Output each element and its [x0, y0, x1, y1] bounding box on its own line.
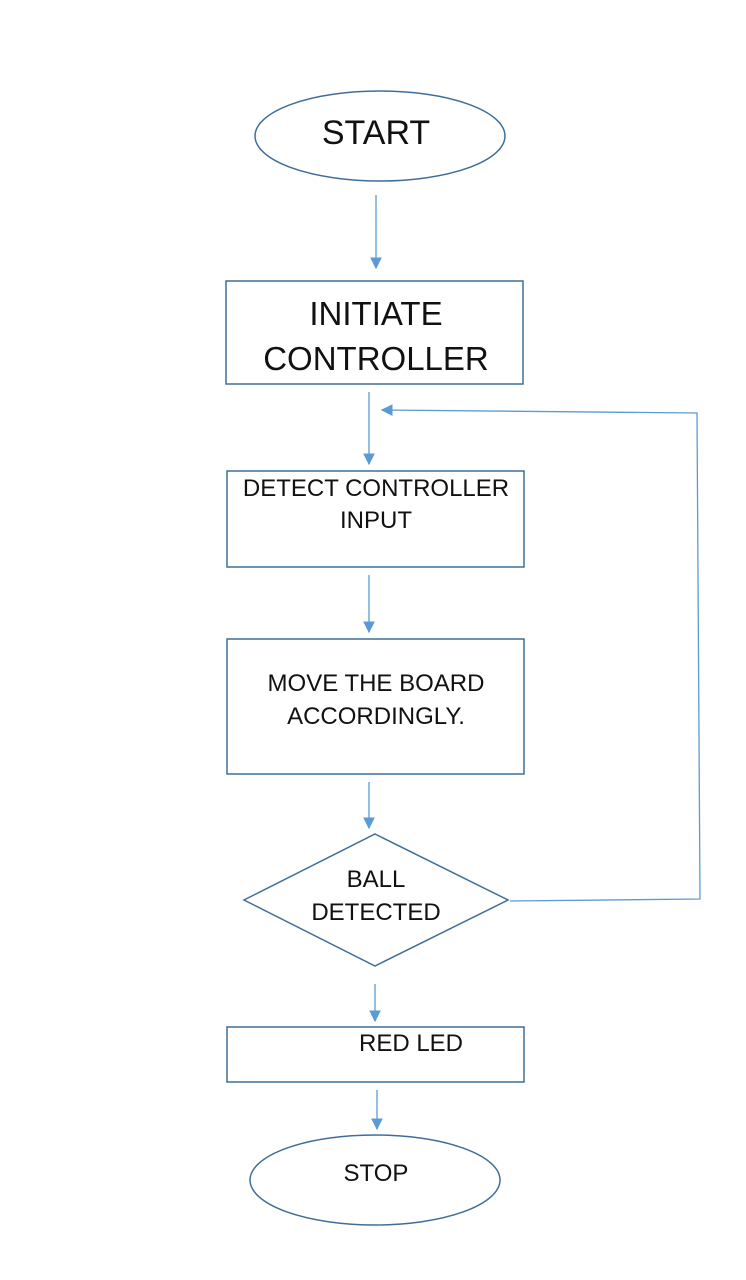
ball-detected-label-line1: BALL — [347, 866, 406, 893]
initiate-controller-box — [225, 280, 524, 385]
node-start: START — [254, 90, 506, 182]
initiate-controller-label-line1: INITIATE — [309, 295, 442, 332]
red-led-box — [226, 1026, 525, 1083]
node-move-board: MOVE THE BOARD ACCORDINGLY. — [226, 638, 525, 775]
node-ball-detected: BALL DETECTED — [242, 833, 510, 967]
node-initiate-controller: INITIATE CONTROLLER — [225, 280, 524, 385]
start-ellipse — [254, 90, 506, 182]
move-board-label-line2: ACCORDINGLY. — [287, 703, 465, 730]
start-label: START — [322, 114, 430, 152]
arrow-decision-loop-back — [380, 404, 701, 902]
edges — [363, 195, 701, 1131]
stop-ellipse — [249, 1134, 501, 1226]
move-board-box — [226, 638, 525, 775]
stop-label: STOP — [344, 1160, 409, 1187]
detect-controller-input-label-line2: INPUT — [340, 507, 412, 534]
initiate-controller-label-line2: CONTROLLER — [263, 340, 489, 377]
move-board-label-line1: MOVE THE BOARD — [268, 670, 485, 697]
node-stop: STOP — [249, 1134, 501, 1226]
node-detect-controller-input: DETECT CONTROLLER INPUT — [226, 470, 525, 568]
node-red-led: RED LED — [226, 1026, 525, 1083]
detect-controller-input-box — [226, 470, 525, 568]
detect-controller-input-label-line1: DETECT CONTROLLER — [243, 475, 509, 502]
ball-detected-diamond — [242, 833, 510, 967]
red-led-label: RED LED — [359, 1030, 463, 1057]
ball-detected-label-line2: DETECTED — [311, 899, 440, 926]
